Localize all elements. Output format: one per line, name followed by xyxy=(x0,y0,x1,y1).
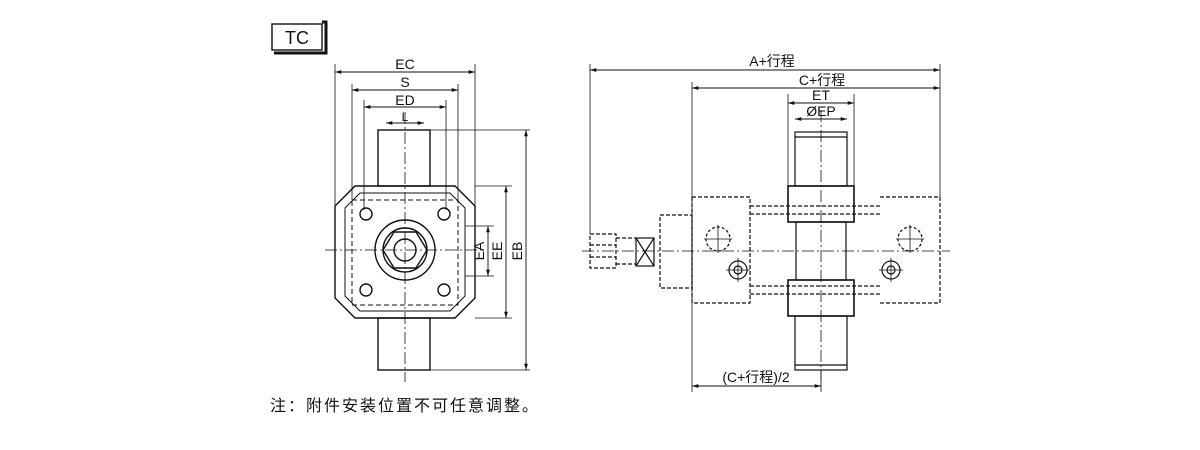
dim-half-c-stroke: (C+行程)/2 xyxy=(722,369,789,385)
front-dimensions xyxy=(335,70,528,370)
title-box-label: TC xyxy=(285,28,309,48)
dim-ed: ED xyxy=(395,92,414,108)
side-dimensions xyxy=(590,68,940,388)
dim-a-stroke: A+行程 xyxy=(749,53,795,69)
dim-c-stroke: C+行程 xyxy=(799,72,845,88)
dim-eb: EB xyxy=(509,242,525,261)
front-view xyxy=(325,64,530,382)
dim-ea: EA xyxy=(471,241,487,260)
side-view xyxy=(582,64,950,392)
dim-et: ET xyxy=(812,87,830,103)
dim-s: S xyxy=(400,74,409,90)
dim-ee: EE xyxy=(489,242,505,261)
dim-ec: EC xyxy=(395,56,414,72)
title-box: TC xyxy=(271,20,328,55)
dim-oep: ØEP xyxy=(806,103,836,119)
note-text: 注：附件安装位置不可任意调整。 xyxy=(270,396,541,415)
dim-l: L xyxy=(402,110,409,124)
